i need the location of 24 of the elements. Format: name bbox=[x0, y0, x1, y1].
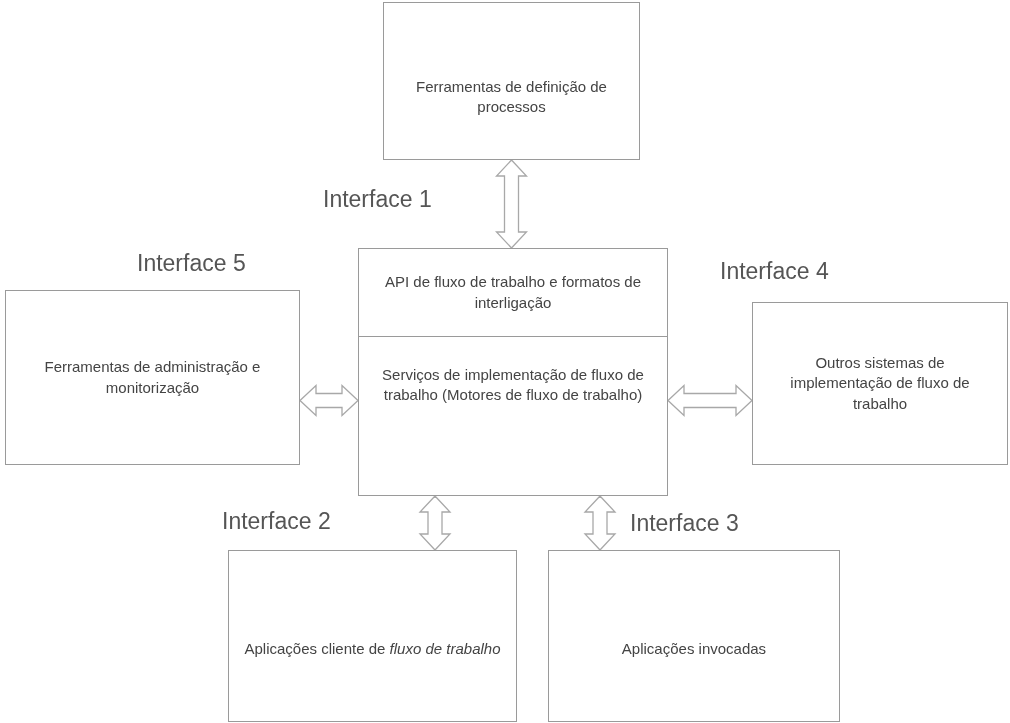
process-box bbox=[5, 290, 300, 465]
node-text: Serviços de implementação de fluxo de trabalho (Motores de fluxo de trabalho) bbox=[381, 365, 645, 406]
interface-label: Interface 4 bbox=[720, 258, 829, 285]
node-text: Ferramentas de definição de processos bbox=[415, 77, 608, 118]
node-text: Aplicações cliente de fluxo de trabalho bbox=[244, 639, 501, 659]
node-text: Ferramentas de administração e monitorização bbox=[43, 357, 262, 398]
double-arrow bbox=[299, 384, 359, 417]
double-arrow bbox=[418, 495, 452, 551]
process-box bbox=[383, 2, 640, 160]
process-box bbox=[548, 550, 840, 722]
process-box bbox=[358, 336, 668, 496]
interface-label: Interface 2 bbox=[222, 508, 331, 535]
process-box bbox=[358, 248, 668, 337]
node-text: Aplicações invocadas bbox=[621, 639, 767, 659]
interface-label: Interface 3 bbox=[630, 510, 739, 537]
double-arrow bbox=[667, 384, 753, 417]
double-arrow bbox=[583, 495, 617, 551]
process-box bbox=[228, 550, 517, 722]
interface-label: Interface 5 bbox=[137, 250, 246, 277]
process-box bbox=[752, 302, 1008, 465]
node-text: API de fluxo de trabalho e formatos de interligação bbox=[384, 272, 642, 313]
node-text: Outros sistemas de implementação de fluxo de trabalho bbox=[789, 353, 971, 414]
double-arrow bbox=[495, 159, 528, 249]
interface-label: Interface 1 bbox=[323, 186, 432, 213]
